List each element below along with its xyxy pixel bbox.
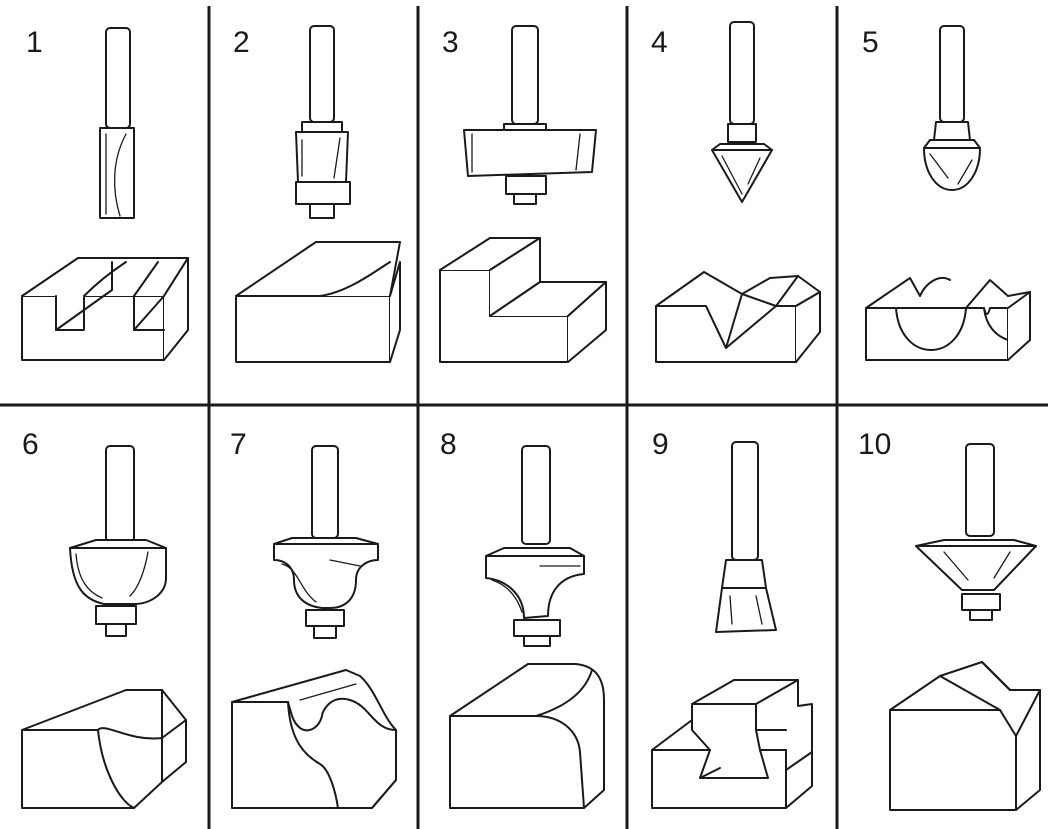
ogee-profile-icon	[231, 669, 397, 809]
cell-number-6: 6	[22, 428, 39, 461]
dovetail-profile-icon	[651, 679, 813, 809]
v-groove-bit-icon	[711, 21, 773, 203]
cell-9: 9	[651, 428, 813, 809]
cell-number-3: 3	[442, 26, 459, 59]
cell-number-7: 7	[230, 428, 247, 461]
cell-number-8: 8	[440, 428, 457, 461]
dovetail-bit-icon	[715, 441, 777, 633]
straight-bit-icon	[99, 27, 135, 219]
cell-3: 3	[439, 25, 607, 363]
cove-groove-profile-icon	[865, 277, 1031, 361]
cell-7: 7	[230, 428, 397, 809]
ogee-bit-icon	[273, 445, 379, 639]
rabbeting-bit-icon	[463, 25, 597, 205]
cove-bit-icon	[69, 445, 167, 637]
round-over-bit-icon	[485, 445, 585, 647]
groove-profile-icon	[21, 257, 189, 361]
cell-2: 2	[233, 25, 401, 363]
rabbet-profile-icon	[439, 237, 607, 363]
cell-number-9: 9	[652, 428, 669, 461]
cell-number-10: 10	[858, 428, 891, 461]
grid-dividers	[0, 6, 1048, 829]
cell-number-2: 2	[233, 26, 250, 59]
cell-6: 6	[21, 428, 187, 809]
v-groove-profile-icon	[655, 271, 821, 363]
cove-profile-icon	[21, 689, 187, 809]
cell-5: 5	[862, 25, 1031, 361]
chamfer-profile-icon	[889, 661, 1041, 811]
cell-number-1: 1	[26, 26, 43, 59]
round-over-profile-icon	[449, 663, 605, 809]
cell-10: 10	[858, 428, 1041, 811]
cell-number-4: 4	[651, 26, 668, 59]
cell-1: 1	[21, 26, 189, 361]
flush-trim-profile-icon	[235, 241, 401, 363]
round-nose-bit-icon	[923, 25, 981, 191]
cell-8: 8	[440, 428, 605, 809]
chamfer-bit-icon	[915, 443, 1037, 621]
flush-trim-bit-icon	[295, 25, 351, 219]
cell-number-5: 5	[862, 26, 879, 59]
cell-4: 4	[651, 21, 821, 363]
